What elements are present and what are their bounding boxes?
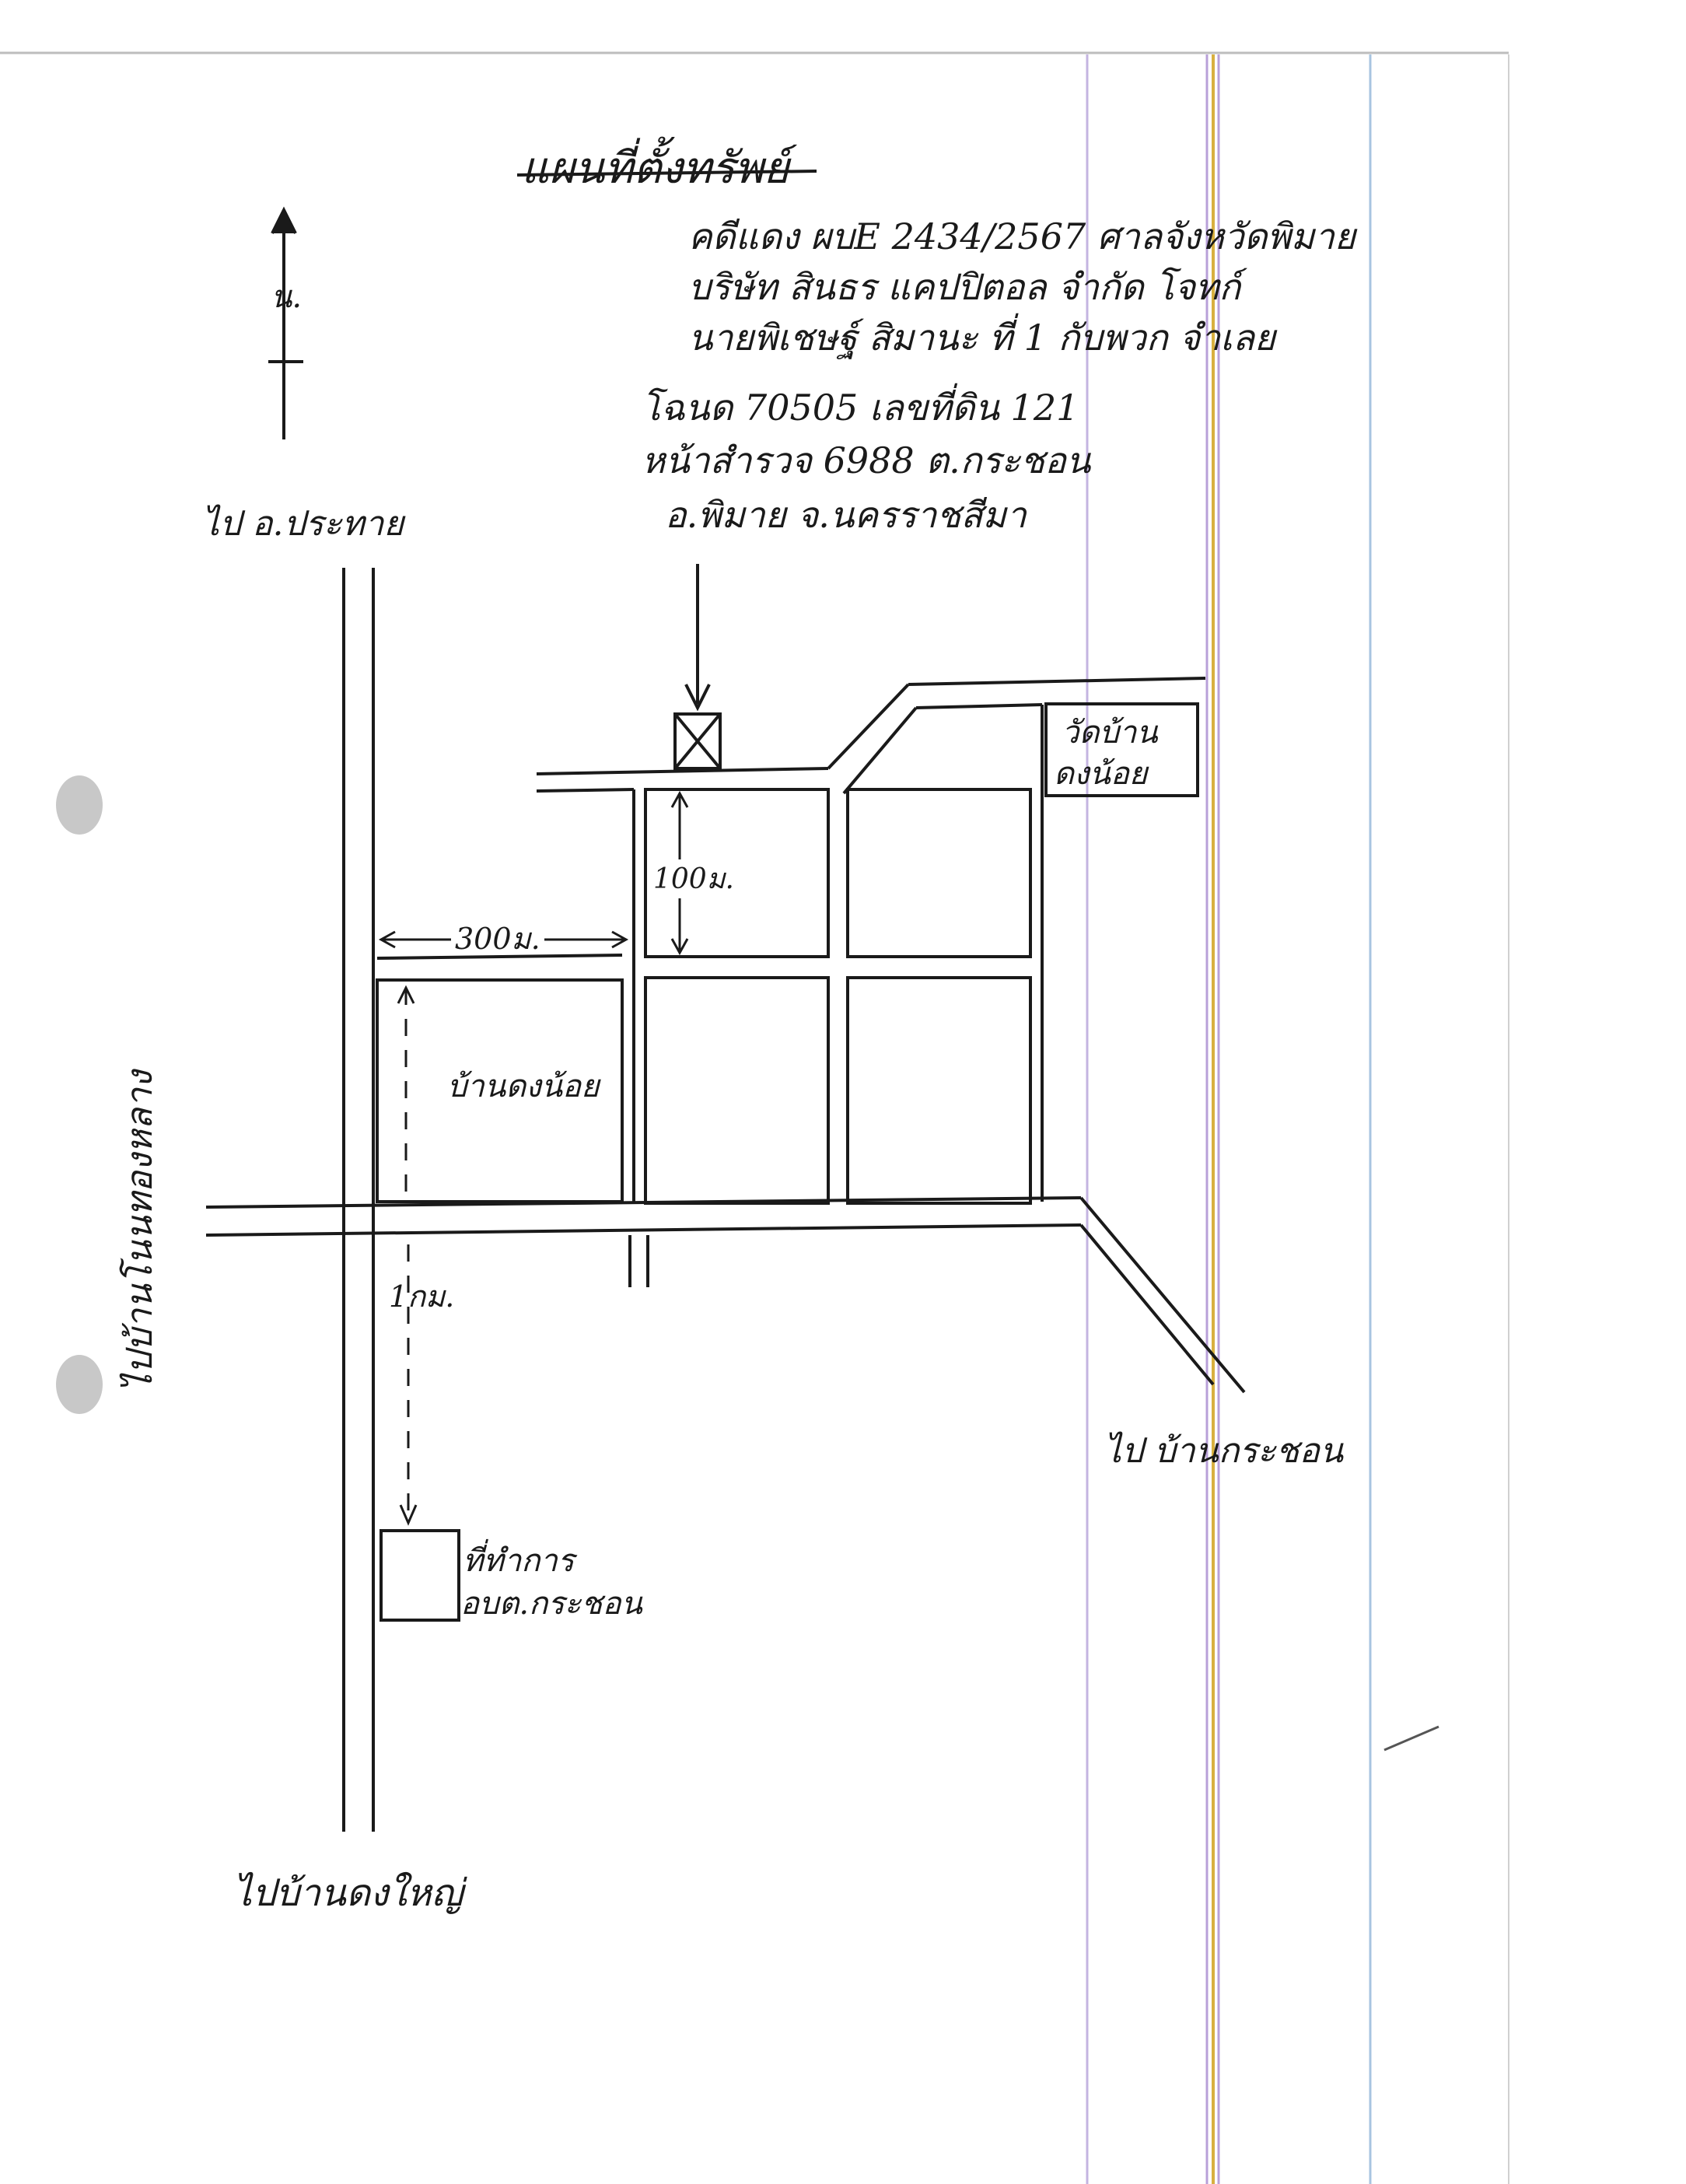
- distance-100m-label: 100ม.: [653, 863, 734, 895]
- title-underline: [516, 170, 817, 177]
- distance-100m: [670, 790, 689, 956]
- case-info: คดีแดง ผบE 2434/2567 ศาลจังหวัดพิมาย บริ…: [642, 215, 1358, 536]
- svg-text:อ.พิมาย จ.นครราชสีมา: อ.พิมาย จ.นครราชสีมา: [665, 494, 1028, 536]
- temple-box: [1044, 702, 1199, 797]
- office-box: [380, 1529, 460, 1622]
- temple-label-1: วัดบ้าน: [1062, 715, 1159, 751]
- margin-lines: [1086, 54, 1509, 2184]
- page-title: แผนที่ตั้งทรัพย์: [521, 136, 798, 194]
- temple-label-2: ดงน้อย: [1054, 756, 1149, 792]
- svg-text:โฉนด 70505 เลขที่ดิน 121: โฉนด 70505 เลขที่ดิน 121: [642, 383, 1079, 429]
- village-label: บ้านดงน้อย: [447, 1069, 601, 1104]
- label-to-prathai: ไป อ.ประทาย: [202, 504, 406, 544]
- distance-1km-label: 1กม.: [389, 1279, 454, 1314]
- distance-300m: [378, 930, 629, 949]
- svg-text:หน้าสำรวจ 6988 ต.กระชอน: หน้าสำรวจ 6988 ต.กระชอน: [642, 439, 1092, 481]
- label-to-ban-dong-yai: ไปบ้านดงใหญ่: [233, 1871, 467, 1915]
- distance-300m-label: 300ม.: [455, 922, 540, 956]
- svg-text:บริษัท สินธร แคปปิตอล จำกัด โจ: บริษัท สินธร แคปปิตอล จำกัด โจทก์: [688, 266, 1247, 308]
- label-to-ban-krachon: ไป บ้านกระชอน: [1104, 1431, 1345, 1471]
- label-to-ban-nong: ไปบ้านโนนทองหลาง: [118, 1068, 160, 1392]
- north-label: น.: [271, 279, 302, 315]
- punch-hole-bottom: [56, 1355, 103, 1414]
- property-marker: [673, 712, 722, 770]
- punch-hole-top: [56, 775, 103, 835]
- road-network: [205, 568, 1246, 1832]
- office-label-2: อบต.กระชอน: [460, 1586, 643, 1622]
- svg-text:นายพิเชษฐ์ สิมานะ ที่ 1 กับพวก: นายพิเชษฐ์ สิมานะ ที่ 1 กับพวก จำเลย: [688, 313, 1278, 359]
- svg-text:คดีแดง ผบE 2434/2567 ศาลจังหวั: คดีแดง ผบE 2434/2567 ศาลจังหวัดพิมาย: [688, 215, 1358, 257]
- north-arrow-icon: [268, 206, 303, 439]
- office-label-1: ที่ทำการ: [463, 1538, 578, 1579]
- block-grid: [376, 705, 1044, 1287]
- property-pointer: [684, 564, 711, 712]
- scan-mark: [1383, 1725, 1439, 1752]
